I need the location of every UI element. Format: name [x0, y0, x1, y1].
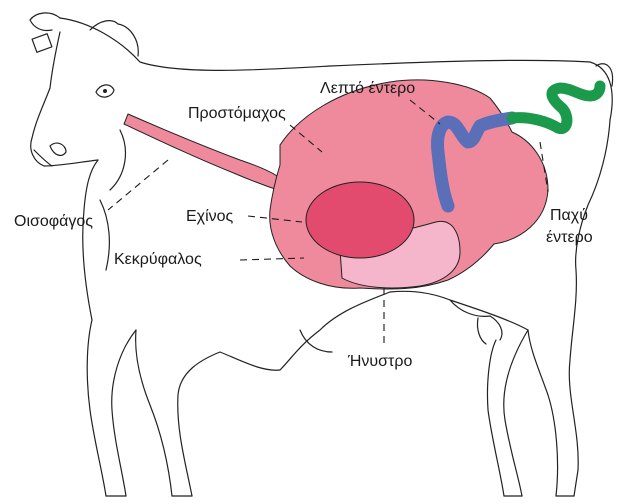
label-abomasum: Ήνυστρο	[347, 353, 412, 370]
label-reticulum: Κεκρύφαλος	[114, 251, 202, 268]
label-rumen: Προστόμαχος	[188, 105, 286, 122]
esophagus	[124, 114, 280, 190]
large-intestine	[512, 86, 600, 129]
omasum	[306, 182, 414, 258]
label-omasum: Εχίνος	[186, 208, 234, 225]
label-small-intestine: Λεπτό έντερο	[320, 80, 415, 97]
label-large-intestine-line2: έντερο	[546, 229, 593, 246]
label-esophagus: Οισοφάγος	[14, 213, 93, 230]
label-large-intestine-line1: Παχύ	[550, 207, 588, 224]
